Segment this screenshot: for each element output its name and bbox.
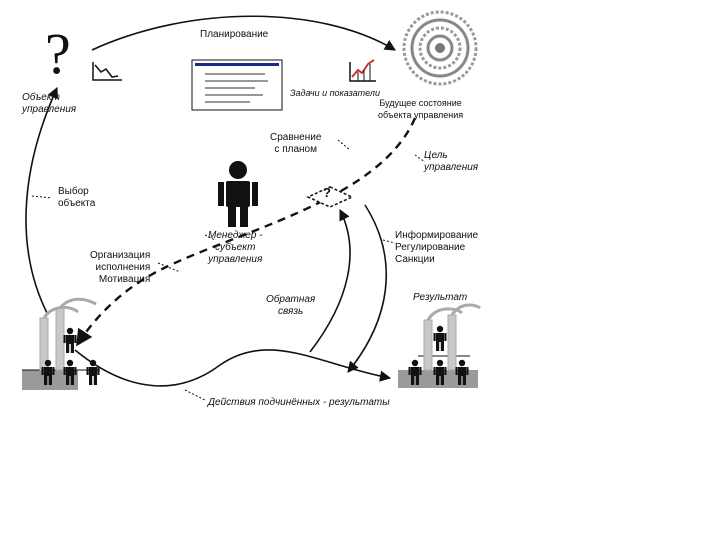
down-trend-chart-icon bbox=[92, 62, 122, 81]
organization-dashed-arrow bbox=[75, 117, 417, 347]
question-icon: ? bbox=[45, 21, 71, 86]
decision-question-mark: ? bbox=[323, 185, 331, 200]
manager-person-icon bbox=[218, 161, 258, 227]
actions-arrow bbox=[74, 349, 392, 387]
object-label: Объект управления bbox=[22, 92, 77, 115]
choice-arrow bbox=[25, 86, 58, 316]
result-worker-icon bbox=[408, 325, 469, 385]
goal-label: Цель управления bbox=[424, 150, 479, 173]
choice-label: Выбор объекта bbox=[58, 186, 96, 209]
informing-label: Информирование Регулирование Санкции bbox=[395, 230, 479, 265]
organization-label: Организация исполнения Мотивация bbox=[90, 250, 151, 285]
manager-label: Менеджер - субъект управления bbox=[208, 230, 263, 265]
planning-arrow bbox=[91, 15, 396, 51]
up-trend-chart-icon bbox=[349, 59, 376, 82]
factory-icon bbox=[22, 297, 100, 390]
comparison-label: Сравнение с планом bbox=[270, 132, 322, 155]
document-icon bbox=[191, 59, 283, 111]
target-icon bbox=[402, 10, 478, 86]
informing-arrow bbox=[347, 204, 388, 373]
actions-label: Действия подчинённых - результаты bbox=[208, 397, 390, 408]
tasks-label: Задачи и показатели bbox=[290, 88, 380, 98]
planning-label: Планирование bbox=[200, 29, 269, 40]
leader-lines bbox=[31, 139, 426, 401]
feedback-label: Обратная связь bbox=[266, 294, 316, 317]
future-state-label: Будущее состояние объекта управления bbox=[378, 98, 464, 120]
result-label: Результат bbox=[413, 292, 468, 303]
feedback-arrow bbox=[309, 208, 351, 353]
decision-diamond-icon bbox=[306, 186, 354, 208]
